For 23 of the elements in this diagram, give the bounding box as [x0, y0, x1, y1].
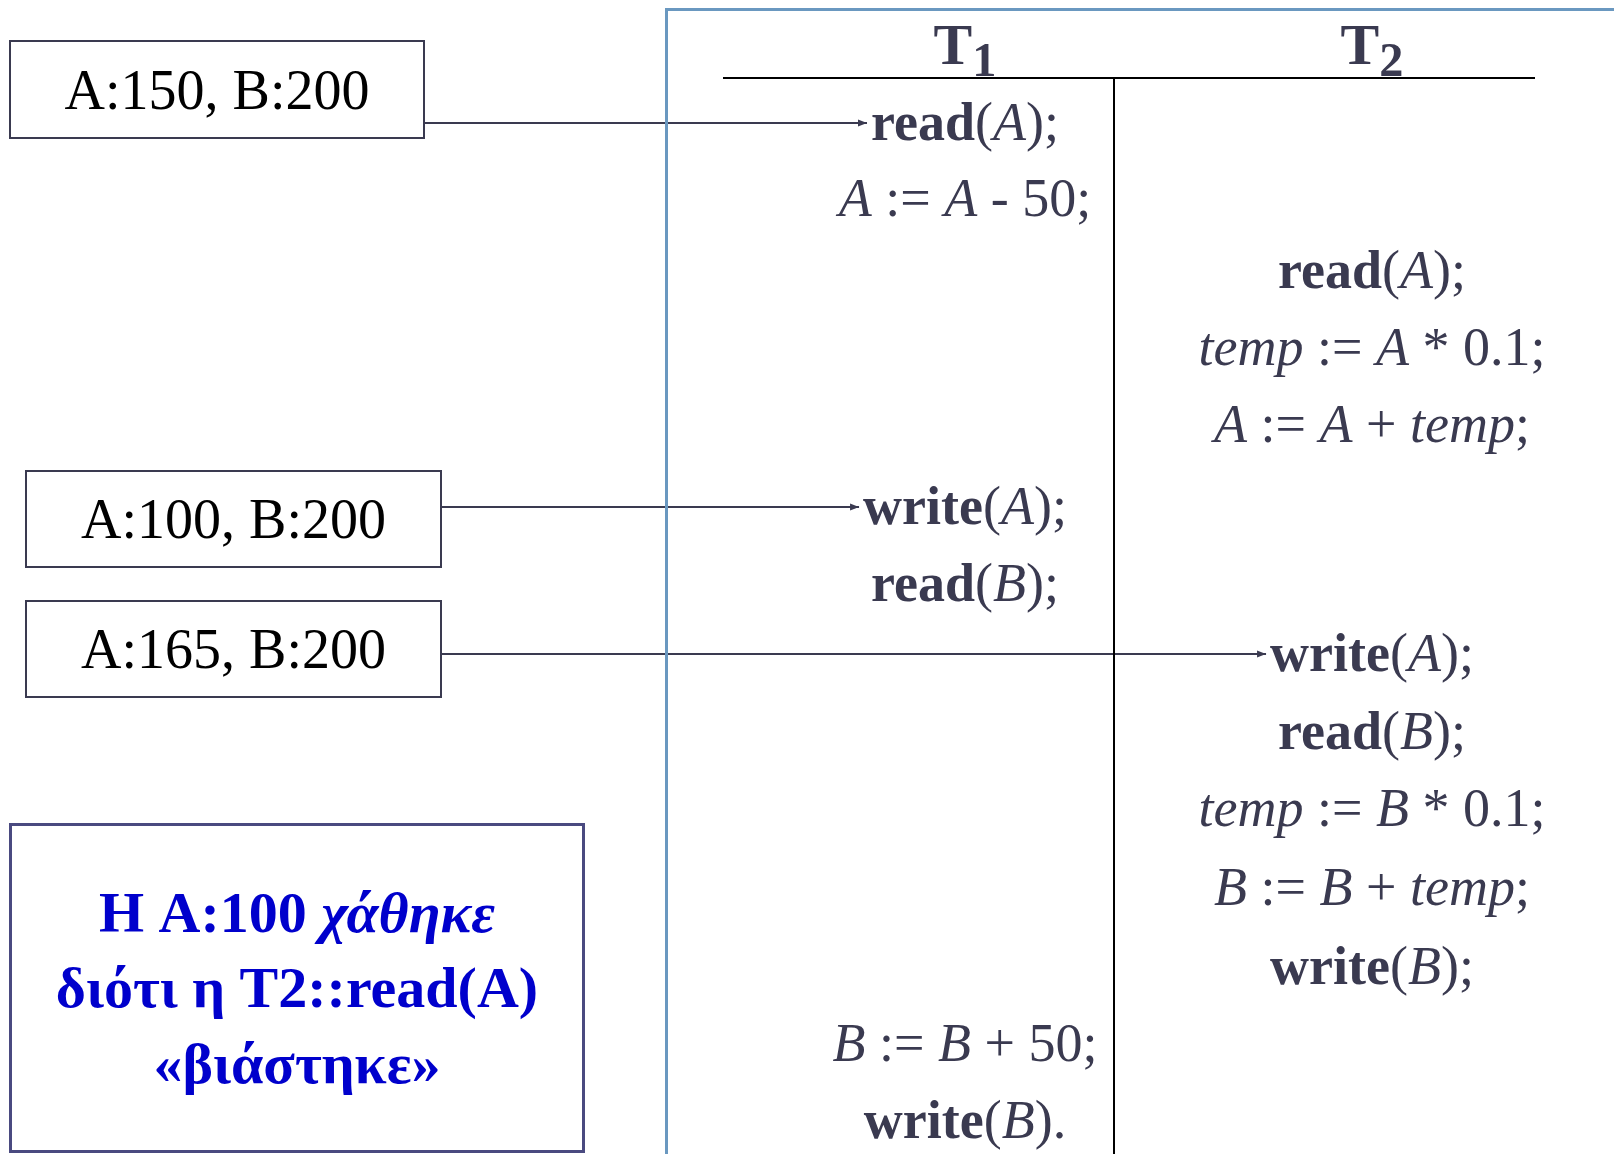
statement-text: write(B).	[863, 1091, 1067, 1151]
column-header: T$_{1}$	[933, 11, 997, 88]
state-box: A:165, B:200	[25, 600, 442, 698]
statement-text: write(A);	[863, 477, 1067, 537]
statement-text: temp := B* 0.1;	[1198, 779, 1546, 839]
statement-text: B := B + temp;	[1214, 858, 1530, 918]
arrow	[441, 650, 1268, 658]
statement-text: read(B);	[871, 554, 1059, 614]
state-box: A:100, B:200	[25, 470, 442, 568]
statement-text: read(A);	[1278, 241, 1466, 301]
schedule-panel	[665, 8, 1614, 1154]
statement-text: A := A - 50;	[838, 169, 1092, 229]
statement-text: write(A);	[1270, 624, 1474, 684]
statement-text: read(B);	[1278, 702, 1466, 762]
statement-text: read(A);	[871, 93, 1059, 153]
arrow	[424, 119, 868, 127]
statement-text: write(B);	[1270, 937, 1474, 997]
statement-text: B := B + 50;	[832, 1014, 1098, 1074]
state-box: A:150, B:200	[9, 40, 425, 139]
column-header: T$_{2}$	[1340, 11, 1404, 88]
arrow	[441, 503, 861, 511]
statement-text: temp := A* 0.1;	[1198, 318, 1546, 378]
note-box: Η A:100 χάθηκε διότι η T2::read(A) «βιάστηκε»	[9, 823, 585, 1153]
